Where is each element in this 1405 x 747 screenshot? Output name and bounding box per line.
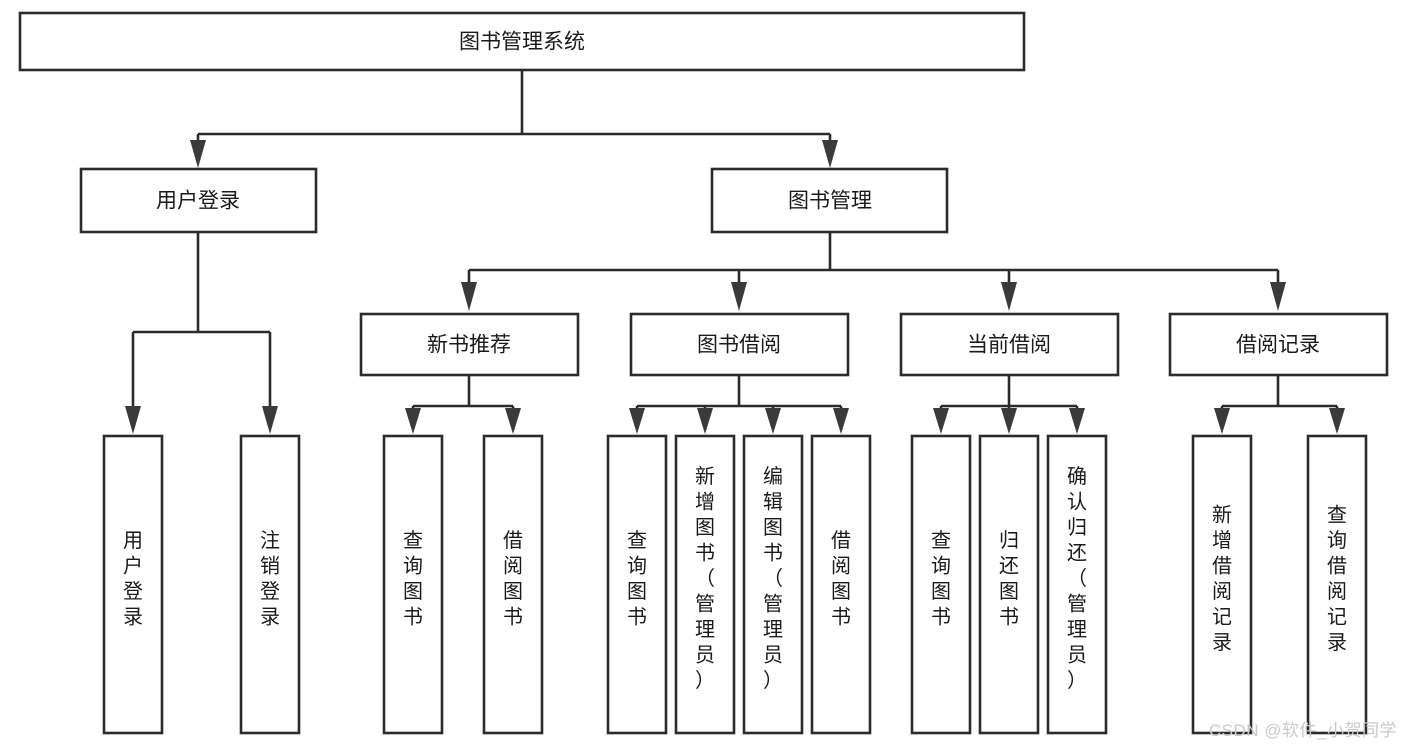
- node-leaf-query-borrow-record-box[interactable]: [1306, 434, 1368, 735]
- node-book-manage-box[interactable]: [710, 167, 949, 234]
- node-leaf-borrow-book-rec-box[interactable]: [482, 434, 544, 735]
- node-leaf-borrow-book-rec-label: 借阅图书: [503, 529, 523, 629]
- node-leaf-query-book-current-box[interactable]: [910, 434, 972, 735]
- arrow-head-leaf-borrow-book: [833, 408, 849, 434]
- node-borrow-record[interactable]: 借阅记录: [1168, 312, 1389, 377]
- node-leaf-logout-login-box[interactable]: [239, 434, 301, 735]
- node-leaf-query-book-rec[interactable]: 查询图书: [382, 434, 444, 735]
- node-book-borrow[interactable]: 图书借阅: [629, 312, 850, 377]
- node-leaf-return-book[interactable]: 归还图书: [978, 434, 1040, 735]
- node-leaf-query-book-borrow[interactable]: 查询图书: [606, 434, 668, 735]
- node-book-manage-label: 图书管理: [788, 190, 872, 213]
- node-leaf-query-borrow-record-label: 查询借阅记录: [1327, 503, 1347, 654]
- node-new-book-rec-box[interactable]: [359, 312, 580, 377]
- node-user-login-label: 用户登录: [156, 190, 240, 213]
- node-current-borrow-box[interactable]: [899, 312, 1120, 377]
- node-leaf-query-book-current-label: 查询图书: [931, 529, 951, 629]
- node-leaf-edit-book-admin[interactable]: 编辑图书（管理员）: [742, 434, 804, 735]
- node-leaf-add-borrow-record-label: 新增借阅记录: [1212, 503, 1232, 654]
- node-leaf-borrow-book[interactable]: 借阅图书: [810, 434, 872, 735]
- node-leaf-confirm-return-admin-box[interactable]: [1046, 434, 1108, 735]
- arrow-head-leaf-query-book-rec: [405, 408, 421, 434]
- arrow-head-user-login: [190, 140, 206, 168]
- node-book-borrow-box[interactable]: [629, 312, 850, 377]
- node-leaf-add-borrow-record-box[interactable]: [1191, 434, 1253, 735]
- arrow-head-leaf-user-login: [125, 406, 141, 434]
- arrow-head-leaf-logout-login: [262, 406, 278, 434]
- node-leaf-user-login-box[interactable]: [102, 434, 164, 735]
- node-leaf-add-book-admin[interactable]: 新增图书（管理员）: [674, 434, 736, 735]
- node-user-login-box[interactable]: [79, 167, 318, 234]
- node-leaf-borrow-book-label: 借阅图书: [831, 529, 851, 629]
- node-leaf-borrow-book-rec[interactable]: 借阅图书: [482, 434, 544, 735]
- arrow-head-leaf-query-book-borrow: [629, 408, 645, 434]
- node-leaf-query-book-borrow-label: 查询图书: [627, 529, 647, 629]
- node-root-label: 图书管理系统: [459, 31, 585, 54]
- node-leaf-add-book-admin-box[interactable]: [674, 434, 736, 735]
- arrow-head-leaf-edit-book-admin: [765, 408, 781, 434]
- node-leaf-confirm-return-admin[interactable]: 确认归还（管理员）: [1046, 434, 1108, 735]
- arrow-head-borrow-record: [1270, 282, 1286, 311]
- node-leaf-user-login[interactable]: 用户登录: [102, 434, 164, 735]
- arrow-head-leaf-add-borrow-record: [1214, 408, 1230, 434]
- arrow-head-leaf-query-borrow-record: [1329, 408, 1345, 434]
- node-leaf-logout-login-label: 注销登录: [260, 529, 280, 629]
- node-current-borrow-label: 当前借阅: [967, 334, 1051, 357]
- node-leaf-user-login-label: 用户登录: [123, 530, 143, 629]
- node-leaf-query-book-borrow-box[interactable]: [606, 434, 668, 735]
- node-leaf-add-book-admin-label: 新增图书（管理员）: [695, 465, 715, 692]
- node-book-manage[interactable]: 图书管理: [710, 167, 949, 234]
- node-book-borrow-label: 图书借阅: [697, 334, 781, 357]
- node-root[interactable]: 图书管理系统: [18, 11, 1026, 72]
- arrow-head-current-borrow: [1001, 282, 1017, 311]
- arrow-head-leaf-borrow-book-rec: [505, 408, 521, 434]
- arrow-head-leaf-confirm-return-admin: [1069, 408, 1085, 434]
- node-leaf-confirm-return-admin-label: 确认归还（管理员）: [1067, 465, 1087, 692]
- node-leaf-query-book-current[interactable]: 查询图书: [910, 434, 972, 735]
- node-leaf-borrow-book-box[interactable]: [810, 434, 872, 735]
- node-borrow-record-label: 借阅记录: [1236, 334, 1320, 357]
- arrow-head-new-book-rec: [461, 282, 477, 311]
- node-borrow-record-box[interactable]: [1168, 312, 1389, 377]
- node-new-book-rec[interactable]: 新书推荐: [359, 312, 580, 377]
- connector-layer: [125, 70, 1345, 434]
- arrow-head-book-manage: [822, 140, 838, 168]
- node-leaf-edit-book-admin-box[interactable]: [742, 434, 804, 735]
- node-leaf-query-borrow-record[interactable]: 查询借阅记录: [1306, 434, 1368, 735]
- node-leaf-query-book-rec-box[interactable]: [382, 434, 444, 735]
- node-leaf-query-book-rec-label: 查询图书: [403, 529, 423, 629]
- node-leaf-edit-book-admin-label: 编辑图书（管理员）: [763, 465, 783, 692]
- node-user-login[interactable]: 用户登录: [79, 167, 318, 234]
- arrow-head-leaf-query-book-current: [933, 408, 949, 434]
- node-root-box[interactable]: [18, 11, 1026, 72]
- arrow-head-book-borrow: [731, 282, 747, 311]
- node-new-book-rec-label: 新书推荐: [427, 334, 511, 357]
- node-current-borrow[interactable]: 当前借阅: [899, 312, 1120, 377]
- node-leaf-logout-login[interactable]: 注销登录: [239, 434, 301, 735]
- node-leaf-return-book-label: 归还图书: [999, 529, 1019, 629]
- arrow-head-leaf-add-book-admin: [697, 408, 713, 434]
- node-leaf-add-borrow-record[interactable]: 新增借阅记录: [1191, 434, 1253, 735]
- node-leaf-return-book-box[interactable]: [978, 434, 1040, 735]
- arrow-head-leaf-return-book: [1001, 408, 1017, 434]
